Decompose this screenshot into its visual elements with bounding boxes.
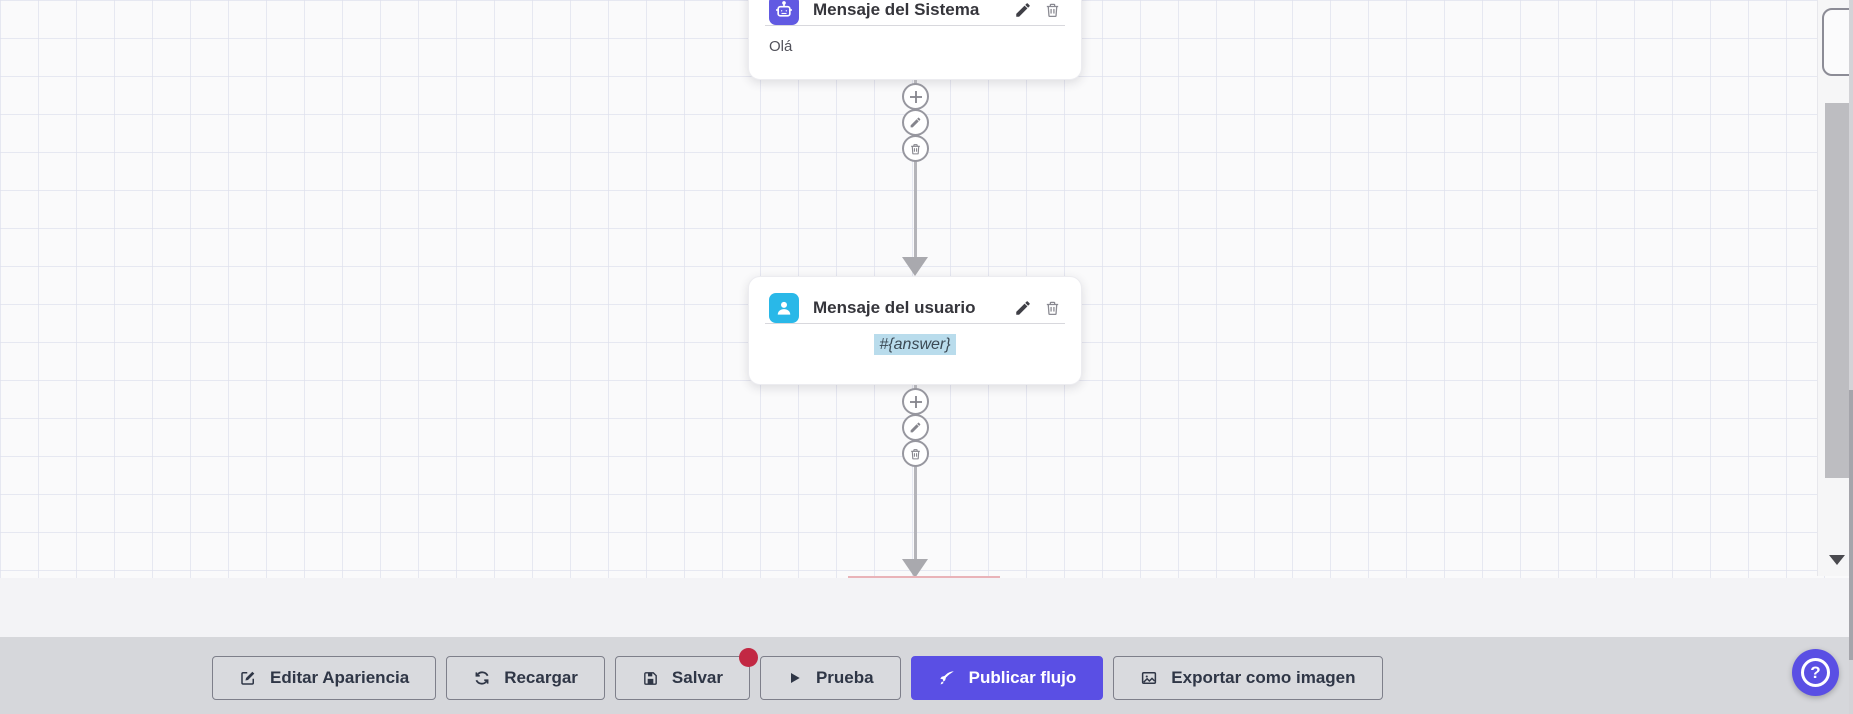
node-header: Mensaje del Sistema xyxy=(749,0,1081,25)
export-image-button[interactable]: Exportar como imagen xyxy=(1113,656,1383,700)
scrollbar-thumb[interactable] xyxy=(1825,103,1851,478)
question-icon: ? xyxy=(1801,658,1830,687)
button-label: Editar Apariencia xyxy=(270,668,410,687)
button-label: Prueba xyxy=(815,668,874,687)
rocket-icon xyxy=(938,669,956,687)
connector-arrowhead xyxy=(902,257,928,276)
window-scrollbar-thumb[interactable] xyxy=(1849,390,1853,660)
delete-connector-button[interactable] xyxy=(902,440,929,467)
edit-appearance-button[interactable]: Editar Apariencia xyxy=(212,656,437,700)
variable-chip[interactable]: #{answer} xyxy=(874,334,956,355)
add-node-button[interactable] xyxy=(902,388,929,415)
user-icon xyxy=(769,293,799,323)
save-button[interactable]: Salvar xyxy=(614,648,758,700)
divider xyxy=(765,25,1065,26)
node-title: Mensaje del Sistema xyxy=(813,0,980,19)
button-label: Salvar xyxy=(671,668,723,687)
node-user-message[interactable]: Mensaje del usuario #{answer} xyxy=(748,276,1082,385)
reload-button[interactable]: Recargar xyxy=(446,656,605,700)
play-icon xyxy=(787,670,803,686)
edit-node-icon[interactable] xyxy=(1014,1,1032,19)
edit-connector-button[interactable] xyxy=(902,414,929,441)
node-content[interactable]: Olá xyxy=(769,38,793,55)
button-label: Publicar flujo xyxy=(968,668,1077,687)
connector-arrowhead xyxy=(902,559,928,578)
unsaved-changes-badge xyxy=(738,648,758,667)
connector-line xyxy=(914,80,917,258)
side-panel-partial[interactable] xyxy=(1822,8,1853,76)
toolbar-buttons: Editar Apariencia Recargar xyxy=(212,648,1383,700)
edit-connector-button[interactable] xyxy=(902,109,929,136)
delete-node-icon[interactable] xyxy=(1044,1,1061,19)
image-icon xyxy=(1140,669,1158,687)
window-scrollbar-track[interactable] xyxy=(1849,0,1853,714)
refresh-icon xyxy=(473,669,491,687)
node-content[interactable]: #{answer} xyxy=(749,324,1081,366)
delete-connector-button[interactable] xyxy=(902,135,929,162)
divider xyxy=(765,323,1065,324)
connector-line xyxy=(914,385,917,560)
edit-square-icon xyxy=(239,669,257,687)
scroll-down-arrow-icon[interactable] xyxy=(1829,555,1845,565)
node-title: Mensaje del usuario xyxy=(813,298,976,317)
edit-node-icon[interactable] xyxy=(1014,299,1032,317)
robot-icon xyxy=(769,0,799,25)
test-button[interactable]: Prueba xyxy=(759,656,901,700)
publish-flow-button[interactable]: Publicar flujo xyxy=(910,656,1104,700)
offscreen-node-edge xyxy=(848,576,1000,578)
canvas-footer-spacer xyxy=(0,578,1853,637)
button-label: Exportar como imagen xyxy=(1171,668,1356,687)
button-label: Recargar xyxy=(504,668,578,687)
flow-canvas[interactable]: Mensaje del Sistema Olá xyxy=(0,0,1853,578)
delete-node-icon[interactable] xyxy=(1044,299,1061,317)
bottom-toolbar: Editar Apariencia Recargar xyxy=(0,637,1853,714)
canvas-scrollbar[interactable] xyxy=(1817,0,1853,576)
save-icon xyxy=(642,670,659,687)
node-system-message[interactable]: Mensaje del Sistema Olá xyxy=(748,0,1082,80)
help-button[interactable]: ? xyxy=(1792,649,1839,696)
add-node-button[interactable] xyxy=(902,83,929,110)
node-header: Mensaje del usuario xyxy=(749,277,1081,323)
